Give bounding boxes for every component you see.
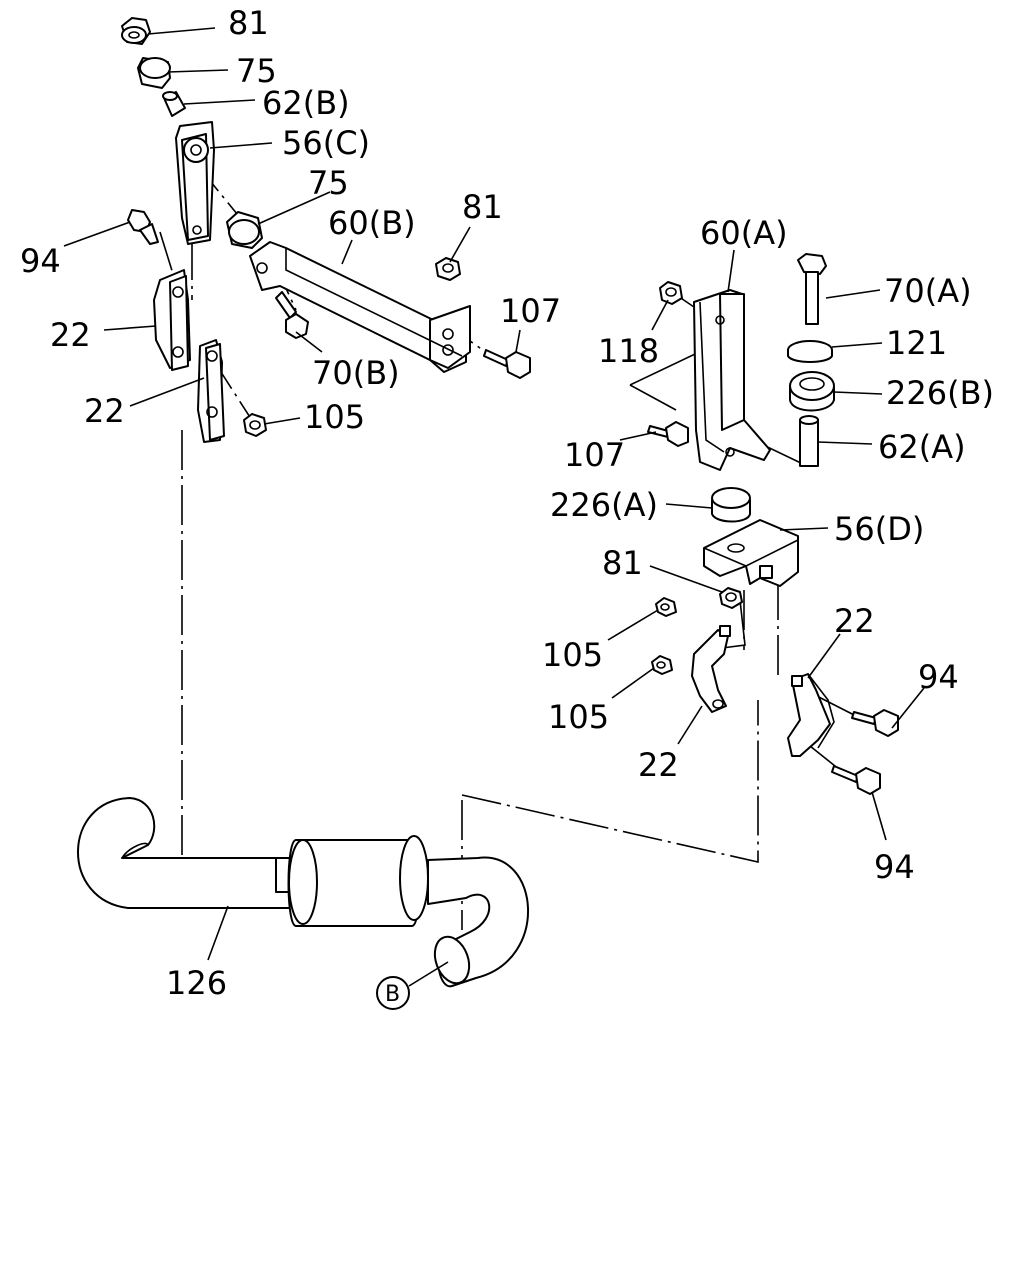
connection-mark-b — [376, 961, 449, 1010]
hanger-bracket-56d — [703, 519, 799, 587]
bolt-107-left — [483, 349, 531, 379]
clamp-22-left-b — [197, 339, 225, 443]
bolt-107-right — [647, 421, 689, 447]
label-75-top: 75 — [236, 52, 277, 90]
part-labels: 81 75 62(B) 56(C) 75 60(B) 81 94 107 22 … — [20, 4, 994, 1007]
clamp-22-right-b — [787, 673, 835, 757]
label-22-left-b: 22 — [84, 392, 125, 430]
bracket-60a — [693, 289, 771, 471]
label-94-right-a: 94 — [918, 658, 959, 696]
rubber-bushing-75-mid — [226, 211, 263, 249]
bolt-70a — [797, 253, 827, 325]
label-connection-b: B — [385, 982, 400, 1007]
label-62a: 62(A) — [878, 428, 966, 466]
label-56d: 56(D) — [834, 510, 924, 548]
bolt-94-left — [127, 209, 159, 245]
label-70b: 70(B) — [312, 354, 400, 392]
exhaust-pipe-muffler-126 — [77, 797, 529, 988]
nut-105-right-a — [655, 597, 677, 617]
label-70a: 70(A) — [884, 272, 972, 310]
label-62b: 62(B) — [262, 84, 350, 122]
bolt-70b — [275, 291, 309, 339]
label-226b: 226(B) — [886, 374, 994, 412]
label-126: 126 — [166, 964, 227, 1002]
label-22-right-b: 22 — [834, 602, 875, 640]
bolt-94-right-a — [851, 709, 899, 737]
rubber-mount-226a — [711, 487, 751, 523]
rubber-bushing-75-top — [137, 57, 171, 89]
nut-105-right-b — [651, 655, 673, 675]
label-81-bracket: 81 — [462, 188, 503, 226]
label-75-mid: 75 — [308, 164, 349, 202]
bolt-94-right-b — [831, 765, 881, 795]
label-107-left: 107 — [500, 292, 561, 330]
label-56c: 56(C) — [282, 124, 370, 162]
nut-81-top — [121, 17, 151, 45]
hanger-bracket-56c — [175, 121, 215, 245]
nut-81-bracket — [435, 257, 461, 281]
label-22-left-a: 22 — [50, 316, 91, 354]
rubber-mount-226b — [789, 371, 835, 412]
clamp-22-right-a — [691, 625, 731, 713]
bracket-60b — [249, 241, 471, 373]
nut-118 — [659, 281, 683, 305]
label-22-right-a: 22 — [638, 746, 679, 784]
label-118: 118 — [598, 332, 659, 370]
label-107-right: 107 — [564, 436, 625, 474]
leader-lines — [63, 27, 925, 961]
label-94-right-b: 94 — [874, 848, 915, 886]
nut-81-right — [719, 587, 743, 609]
label-81-right: 81 — [602, 544, 643, 582]
label-105-right-b: 105 — [548, 698, 609, 736]
label-60a: 60(A) — [700, 214, 788, 252]
collar-62b — [162, 91, 186, 117]
label-60b: 60(B) — [328, 204, 416, 242]
label-105-left: 105 — [304, 398, 365, 436]
washer-121 — [787, 340, 833, 363]
collar-62a — [799, 415, 819, 467]
nut-105-left — [243, 413, 267, 437]
label-81-top: 81 — [228, 4, 269, 42]
label-226a: 226(A) — [550, 486, 658, 524]
clamp-22-left-a — [153, 269, 191, 371]
label-121: 121 — [886, 324, 947, 362]
label-105-right-a: 105 — [542, 636, 603, 674]
label-94-left: 94 — [20, 242, 61, 280]
